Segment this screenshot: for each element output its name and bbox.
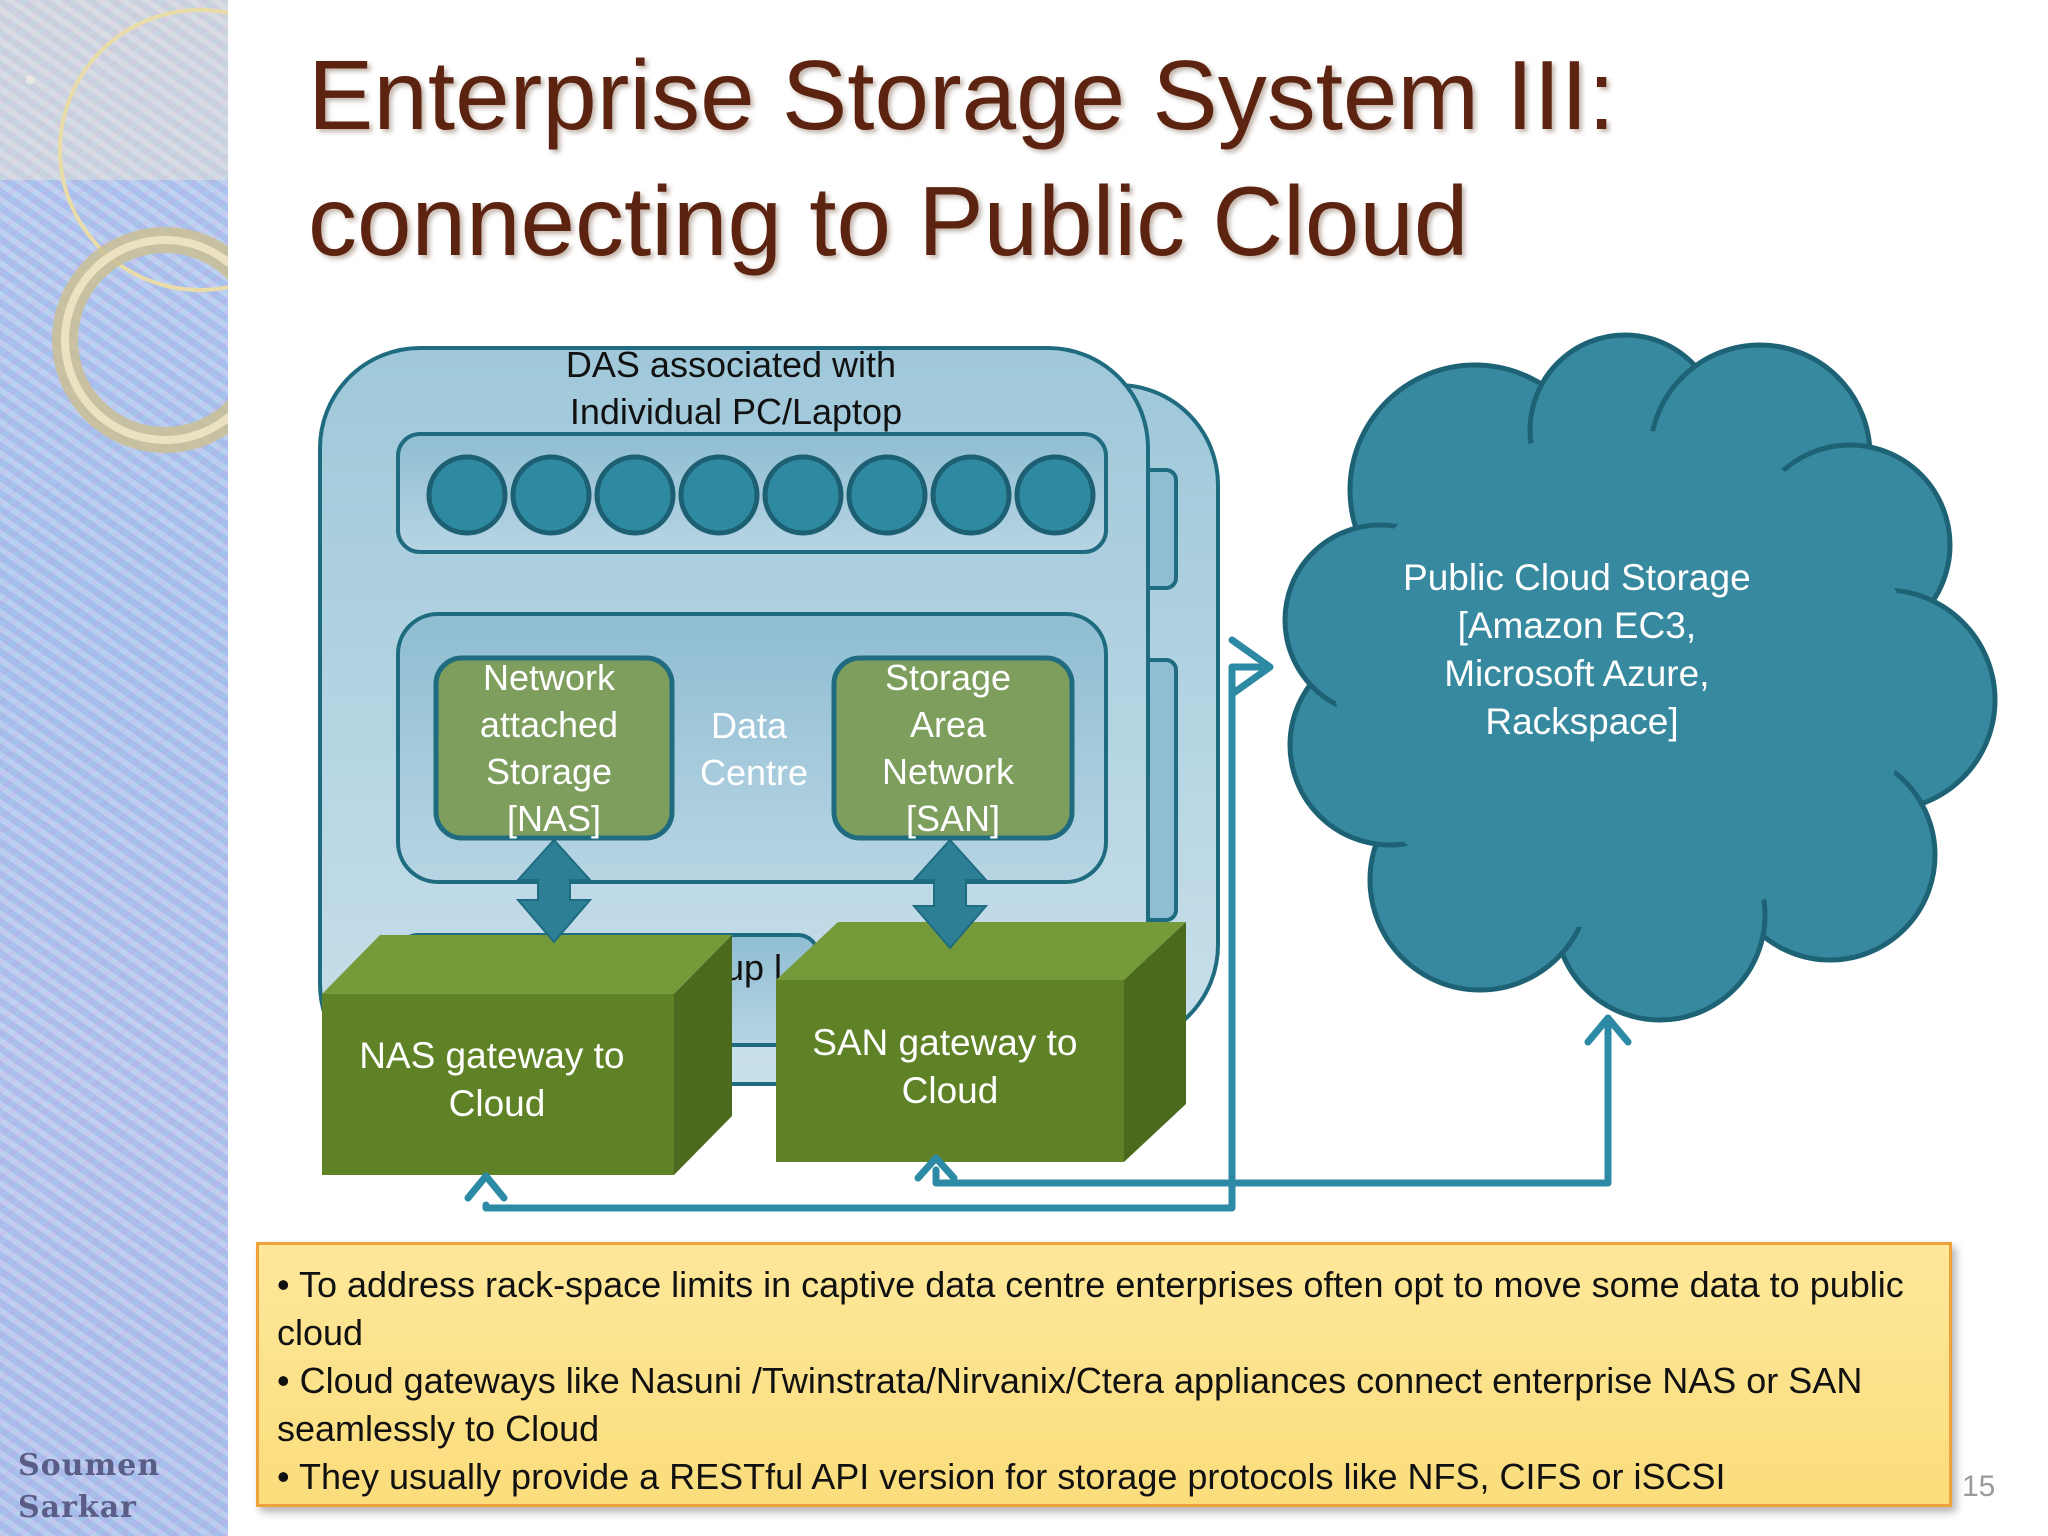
das-label-line-2: Individual PC/Laptop <box>570 391 902 432</box>
nas-gateway-to-cloud-connector <box>482 663 1264 1212</box>
das-disk-7 <box>930 454 1012 536</box>
san-connector-arrowhead-cloud <box>1584 1014 1632 1046</box>
nas-gateway-link-arrow <box>515 838 593 944</box>
das-disk-1 <box>426 454 508 536</box>
san-label-line-4: [SAN] <box>906 798 1000 839</box>
slide-title: Enterprise Storage System III: connectin… <box>308 32 1908 284</box>
das-disk-8 <box>1014 454 1096 536</box>
nas-label-line-3: Storage <box>486 751 612 792</box>
nas-box <box>433 655 675 841</box>
slide-title-line-1: Enterprise Storage System III: <box>308 40 1616 150</box>
das-disk-4 <box>678 454 760 536</box>
data-centre-label-line-1: Data <box>711 705 788 746</box>
das-disk-5 <box>762 454 844 536</box>
nas-label: Network attached Storage [NAS] <box>480 657 628 839</box>
san-gateway-top <box>776 922 1186 980</box>
san-gateway-side <box>1124 922 1186 1162</box>
das-disks <box>426 454 1096 536</box>
san-connector-arrowhead-gateway <box>914 1154 958 1182</box>
decorative-ring-highlight <box>61 236 228 444</box>
nas-label-line-4: [NAS] <box>507 798 601 839</box>
cloud-label-line-4: Rackspace] <box>1485 701 1678 742</box>
decorative-sidebar: Soumen Sarkar <box>0 0 228 1536</box>
san-gateway-to-cloud-connector <box>932 1016 1612 1187</box>
nas-gateway-front <box>322 994 674 1175</box>
decorative-rings <box>0 0 228 453</box>
san-gateway-link-arrow <box>911 838 989 950</box>
san-label-line-2: Area <box>910 704 987 745</box>
das-disk-2 <box>510 454 592 536</box>
author-name-last: Sarkar <box>18 1490 137 1525</box>
note-bullet-2: • Cloud gateways like Nasuni /Twinstrata… <box>277 1360 1863 1449</box>
das-disk-3 <box>594 454 676 536</box>
note-bullet-3: • They usually provide a RESTful API ver… <box>277 1456 1726 1497</box>
nas-gateway-label: NAS gateway to Cloud <box>359 1035 635 1124</box>
san-gateway-front <box>776 980 1124 1162</box>
cloud-label-line-3: Microsoft Azure, <box>1444 653 1709 694</box>
public-cloud <box>1282 332 1998 1023</box>
cloud-label: Public Cloud Storage [Amazon EC3, Micros… <box>1403 557 1761 742</box>
nas-gateway-label-line-2: Cloud <box>449 1083 546 1124</box>
nas-gateway-label-line-1: NAS gateway to <box>359 1035 624 1076</box>
cloud-label-line-2: [Amazon EC3, <box>1458 605 1697 646</box>
backup-tray-label: up l <box>724 947 782 988</box>
das-label-line-1: DAS associated with <box>566 344 896 385</box>
nas-label-line-1: Network <box>483 657 616 698</box>
sidebar-highlight-panel <box>0 0 228 180</box>
das-label: DAS associated with Individual PC/Laptop <box>566 344 906 432</box>
page-number: 15 <box>1962 1470 1996 1503</box>
san-label-line-1: Storage <box>885 657 1011 698</box>
nas-connector-arrowhead-gateway <box>464 1172 508 1202</box>
san-gateway-label-line-1: SAN gateway to <box>812 1022 1077 1063</box>
author-name-first: Soumen <box>18 1448 161 1483</box>
note-bullet-1: • To address rack-space limits in captiv… <box>277 1264 1904 1353</box>
cloud-label-line-1: Public Cloud Storage <box>1403 557 1751 598</box>
nas-label-line-2: attached <box>480 704 618 745</box>
nas-gateway-top <box>322 935 732 994</box>
san-gateway-label-line-2: Cloud <box>902 1070 999 1111</box>
san-gateway-label: SAN gateway to Cloud <box>812 1022 1088 1111</box>
san-box <box>831 655 1075 841</box>
san-label: Storage Area Network [SAN] <box>882 657 1024 839</box>
data-centre-label: Data Centre <box>700 705 808 793</box>
decorative-ring-large <box>58 8 228 292</box>
nas-connector-arrowhead-cloud <box>1228 636 1274 698</box>
san-label-line-3: Network <box>882 751 1015 792</box>
summary-notes-box: • To address rack-space limits in captiv… <box>256 1242 1952 1507</box>
das-disk-6 <box>846 454 928 536</box>
data-centre-label-line-2: Centre <box>700 752 808 793</box>
nas-gateway-side <box>674 935 732 1175</box>
slide-title-line-2: connecting to Public Cloud <box>308 166 1469 276</box>
